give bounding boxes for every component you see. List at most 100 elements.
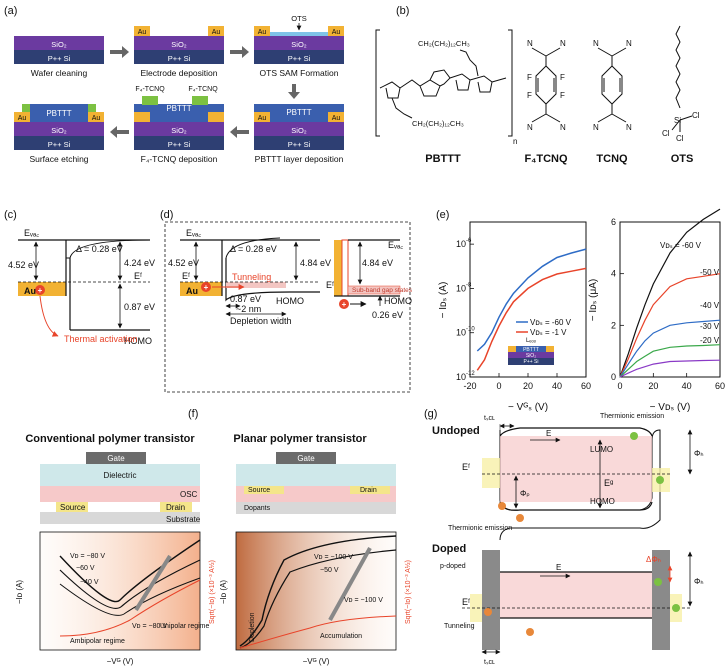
osc-label: OSC — [180, 490, 198, 499]
y-tick-exponent: -6 — [466, 238, 472, 244]
step-label: Wafer cleaning — [31, 68, 88, 78]
curve-label: -30 V — [700, 322, 720, 331]
step-label: Surface etching — [29, 154, 88, 164]
atom-cl: Cl — [676, 134, 684, 143]
au-label: Au — [212, 29, 221, 36]
molecule-name-ots: OTS — [671, 153, 694, 165]
fermi-label: Eᶠ — [462, 597, 470, 607]
y-tick-label: 10 — [456, 328, 466, 338]
hole-icon — [35, 285, 45, 295]
gate-label: Gate — [297, 454, 315, 463]
side-chain-label: CH₂(CH₂)₁₂CH₃ — [412, 119, 464, 128]
f4tcnq-layer — [192, 96, 208, 105]
phip-label: Φₚ — [520, 489, 530, 498]
transfer-curve — [239, 535, 397, 647]
si-label: P++ Si — [168, 140, 191, 149]
dopants-label: Dopants — [244, 505, 271, 512]
evac-label: Eᵥₐ꜀ — [186, 228, 201, 238]
source-electrode — [244, 486, 284, 494]
series-line — [619, 344, 721, 378]
process-arrow-icon — [110, 126, 129, 138]
sqrt-curve — [239, 615, 397, 649]
x-axis-label: −Vᴳ (V) — [303, 657, 330, 666]
plot-frame — [39, 531, 201, 651]
curve-label: -20 V — [700, 336, 720, 345]
source-electrode — [56, 502, 88, 512]
legend-label: Vᴅₛ = -1 V — [530, 328, 567, 337]
series-lines — [619, 208, 721, 378]
atom-f: F — [560, 73, 565, 82]
x-tick-label: -20 — [463, 381, 476, 391]
atom-f: F — [560, 91, 565, 100]
y-axis-label: −Iᴅ (A) — [15, 580, 24, 605]
delta-phi-label: ΔΦₕ — [646, 555, 661, 564]
au-label: Au — [332, 115, 341, 122]
y-tick-label: 10 — [456, 283, 466, 293]
atom-cl: Cl — [692, 111, 700, 120]
inset-sio2: SiO₂ — [526, 353, 536, 359]
curve-label: -40 V — [700, 301, 720, 310]
y-tick-label: 6 — [611, 217, 616, 227]
svg-text:+: + — [204, 283, 209, 292]
phih-label: Φₕ — [694, 449, 704, 458]
molecule-name-tcnq: TCNQ — [596, 153, 628, 165]
tunneling-region — [226, 282, 286, 288]
y-tick-label: 10 — [456, 239, 466, 249]
svg-text:+: + — [38, 286, 43, 295]
sqrt-fit-line — [328, 547, 372, 621]
drain-label: Drain — [166, 503, 185, 512]
evac-label: Eᵥₐ꜀ — [24, 228, 39, 238]
atom-si: Si — [674, 116, 681, 125]
panel-label-f: (f) — [188, 408, 198, 420]
sqrt-fit-line — [134, 554, 172, 612]
y-tick-exponent: -8 — [466, 282, 472, 288]
drain-label: Drain — [360, 487, 377, 494]
electron-icon — [630, 432, 638, 440]
atom-n: N — [593, 123, 599, 132]
lumo-label: LUMO — [590, 445, 613, 454]
series-line — [476, 248, 587, 352]
pbttt-backbone — [379, 69, 507, 99]
thermionic-label: Thermionic emission — [448, 525, 512, 532]
homo-band — [225, 258, 320, 302]
delta-label: Δ = 0.28 eV — [230, 244, 277, 254]
regime-label: Unipolar regime — [160, 623, 210, 630]
y-tick-label: 10 — [456, 372, 466, 382]
atom-n: N — [560, 39, 566, 48]
repeat-subscript: n — [513, 137, 517, 146]
sio2-label: SiO₂ — [171, 126, 187, 135]
x-axis-label: − Vᴅₛ (V) — [650, 402, 691, 413]
au-block — [180, 282, 222, 296]
leff-label: Lₑₒₒ — [526, 338, 537, 344]
x-tick-label: 40 — [552, 381, 562, 391]
contact-region — [482, 458, 500, 488]
x-axis-label: − Vᴳₛ (V) — [508, 402, 548, 413]
width-label: ~2 nm — [236, 304, 261, 314]
panel-label-g: (g) — [424, 408, 437, 420]
homo-band — [499, 501, 653, 511]
pbttt-side-chain-bottom — [391, 97, 413, 119]
gate-label: Gate — [107, 454, 125, 463]
pbttt-layer-deposition: PBTTT Au Au SiO₂ P++ Si PBTTT layer depo… — [254, 104, 344, 164]
series-line — [476, 267, 587, 371]
legend-label: Vᴅₛ = -60 V — [530, 318, 572, 327]
homo-label: HOMO — [276, 296, 304, 306]
y-axis-label: − Iᴅₛ (μA) — [588, 279, 599, 322]
panel-label-e: (e) — [436, 209, 449, 221]
atom-n: N — [593, 39, 599, 48]
vd-label: Vᴅ = −100 V — [314, 554, 353, 561]
atom-n: N — [527, 39, 533, 48]
f4tcnq-label: F₄-TCNQ — [135, 86, 165, 93]
osc-layer — [40, 486, 200, 502]
homo-label: HOMO — [590, 497, 615, 506]
y-tick-exponent: -12 — [466, 371, 475, 377]
title-planar: Planar polymer transistor — [233, 433, 367, 445]
au-label: Au — [258, 29, 267, 36]
si-label: P++ Si — [288, 140, 311, 149]
pdoped-label: p-doped — [440, 563, 466, 570]
step-label: PBTTT layer deposition — [255, 154, 344, 164]
eg-label: Eᵍ — [604, 478, 614, 488]
source-label: Source — [60, 503, 86, 512]
sio2-label: SiO₂ — [291, 126, 307, 135]
